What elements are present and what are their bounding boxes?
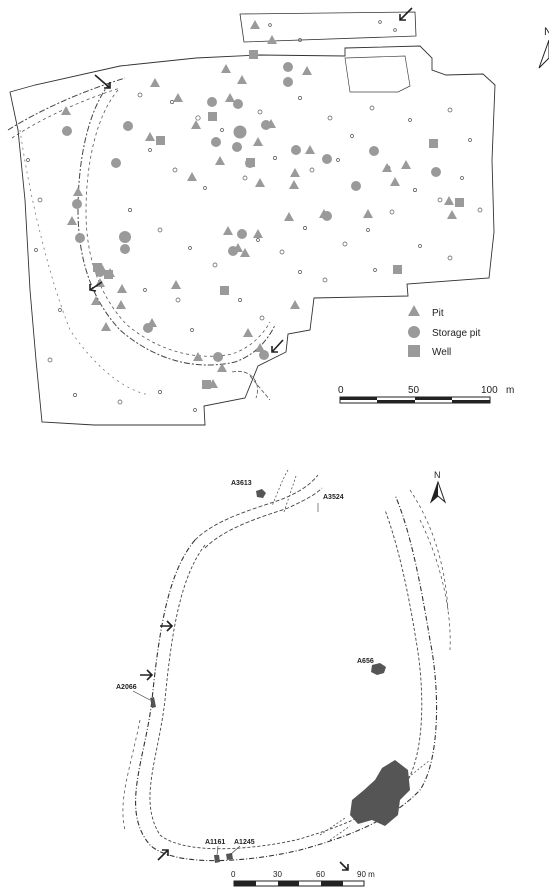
- top-entrance-arrows: [89, 7, 413, 353]
- top-north-arrow: N: [538, 26, 549, 69]
- top-ditch-west: [19, 129, 151, 396]
- top-excavation-outline: [9, 45, 496, 426]
- bottom-leader-lines: [132, 503, 319, 856]
- bottom-scale-tick-60: 60: [316, 870, 325, 879]
- bottom-large-dark-feature: [350, 760, 410, 826]
- top-legend: Pit Storage pit Well: [408, 305, 481, 358]
- legend-well-symbol: [408, 345, 420, 357]
- bottom-feature-labels: A3613 A3524 A656 A2066 A1161 A1245: [116, 480, 374, 846]
- top-north-label: N: [544, 26, 549, 38]
- bottom-site-plan: A3613 A3524 A656 A2066 A1161 A1245 N: [116, 469, 451, 887]
- top-wells: [93, 50, 464, 389]
- top-minor-features: [26, 20, 483, 412]
- bottom-ditch-east: [409, 489, 451, 651]
- top-scale-tick-0: 0: [338, 385, 344, 396]
- bottom-ditch-north: [194, 474, 323, 549]
- top-scale-bar: 0 50 100 m: [338, 385, 514, 404]
- bottom-ditch-inner: [149, 509, 423, 850]
- bottom-feature-A1245: [226, 853, 233, 860]
- legend-well-label: Well: [432, 347, 451, 358]
- top-storage-pits: [62, 62, 441, 362]
- label-A3524: A3524: [323, 494, 344, 501]
- bottom-scale-tick-30: 30: [273, 870, 282, 879]
- legend-pit-label: Pit: [432, 308, 444, 319]
- bottom-feature-A3613: [256, 489, 266, 498]
- legend-storage-pit-label: Storage pit: [432, 328, 481, 339]
- bottom-north-arrow: N: [429, 470, 447, 504]
- top-inner-trench: [344, 55, 411, 93]
- bottom-ditch-southeast: [319, 759, 431, 841]
- bottom-feature-A656: [371, 663, 386, 675]
- bottom-north-label: N: [434, 470, 441, 480]
- top-scale-unit: m: [506, 385, 514, 396]
- bottom-feature-A2066: [150, 697, 156, 708]
- top-ditch-inner: [11, 87, 271, 357]
- bottom-scale-end-label: 90 m: [357, 870, 375, 879]
- top-ditch-outer: [7, 77, 276, 366]
- legend-pit-symbol: [408, 305, 420, 316]
- bottom-feature-A1161: [214, 855, 220, 863]
- bottom-scale-bar: 0 30 60 90 m: [231, 870, 375, 887]
- label-A3613: A3613: [231, 480, 252, 487]
- label-A2066: A2066: [116, 684, 137, 691]
- label-A1245: A1245: [234, 839, 255, 846]
- bottom-ditch-west: [122, 719, 141, 831]
- top-site-plan: N Pit Storage pit Well 0 50 100 m: [7, 7, 549, 426]
- label-A1161: A1161: [205, 839, 225, 846]
- top-scale-tick-100: 100: [481, 385, 498, 396]
- bottom-entrance-arrows: [140, 620, 349, 871]
- top-ditch-south-spur: [231, 370, 271, 401]
- label-A656: A656: [357, 658, 374, 665]
- top-scale-tick-50: 50: [408, 385, 420, 396]
- legend-storage-pit-symbol: [408, 326, 420, 338]
- top-excavation-boundary: [239, 11, 417, 43]
- top-pits: [61, 20, 457, 388]
- bottom-scale-tick-0: 0: [231, 870, 236, 879]
